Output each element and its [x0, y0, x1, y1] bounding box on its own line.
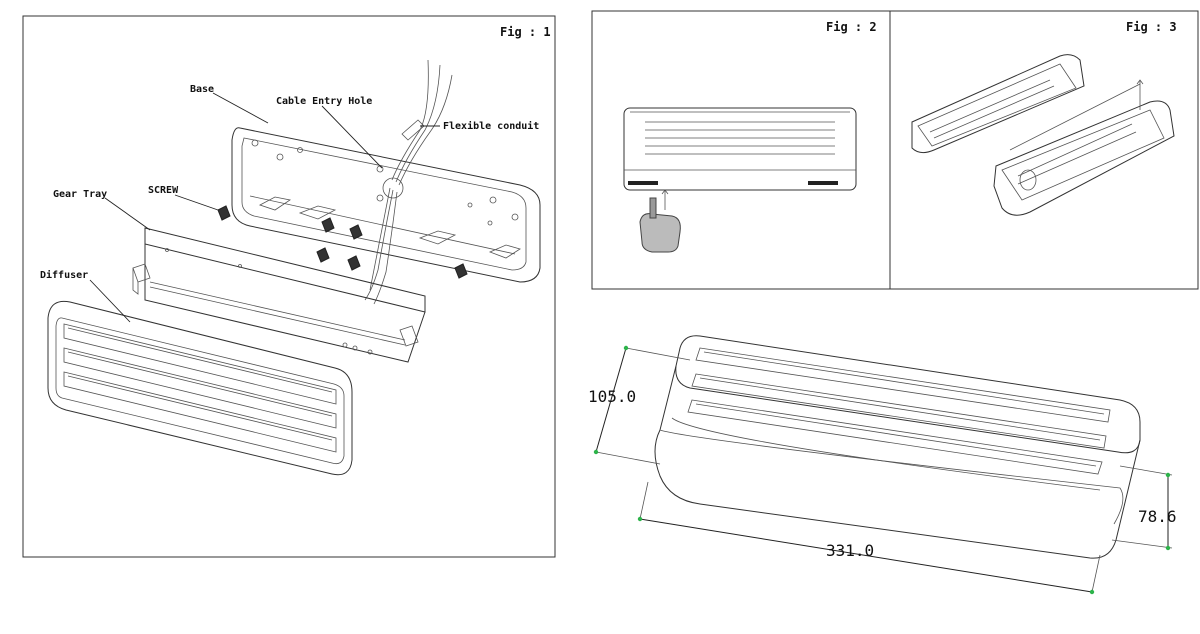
base-leader: [212, 92, 269, 124]
gear-tray-label: Gear Tray: [53, 189, 107, 200]
screw-label: SCREW: [148, 185, 179, 196]
screw-leader: [174, 194, 219, 211]
dim-length-line: [639, 518, 1093, 593]
base-label: Base: [190, 84, 214, 95]
dimension-drawing: 105.0 78.6 331.0: [588, 335, 1177, 595]
dim-length-label: 331.0: [826, 541, 874, 560]
fig2-fig3-frame: [591, 10, 1199, 290]
fig2-fig3-panel: Fig : 2 Fig : 3: [591, 10, 1199, 290]
flexible-conduit: [364, 59, 453, 305]
dim-height-label: 105.0: [588, 387, 636, 406]
fig1-title: Fig : 1: [500, 25, 551, 39]
diffuser-leader: [89, 279, 131, 323]
base-housing: [231, 127, 541, 283]
dim-depth-label: 78.6: [1138, 507, 1177, 526]
gear-tray: [132, 227, 426, 363]
cable-entry-leader: [321, 105, 383, 169]
dim-height-line: [595, 347, 627, 453]
fig2-luminaire: [623, 107, 857, 191]
screws: [217, 205, 468, 279]
cable-entry-hole-label: Cable Entry Hole: [276, 96, 372, 107]
diffuser-label: Diffuser: [40, 269, 88, 281]
fig1-frame: [22, 15, 556, 558]
hand-pressing-icon: [639, 189, 681, 253]
dim-body-outline: [654, 365, 1141, 559]
fig1-panel: Fig : 1: [22, 15, 556, 558]
gear-tray-leader: [104, 197, 151, 231]
dim-top-face: [675, 335, 1141, 454]
fig3-title: Fig : 3: [1126, 20, 1177, 34]
fig3-open-luminaire: [911, 54, 1175, 216]
flexible-conduit-label: Flexible conduit: [443, 120, 539, 132]
fig2-title: Fig : 2: [826, 20, 877, 34]
diffuser: [47, 300, 353, 476]
